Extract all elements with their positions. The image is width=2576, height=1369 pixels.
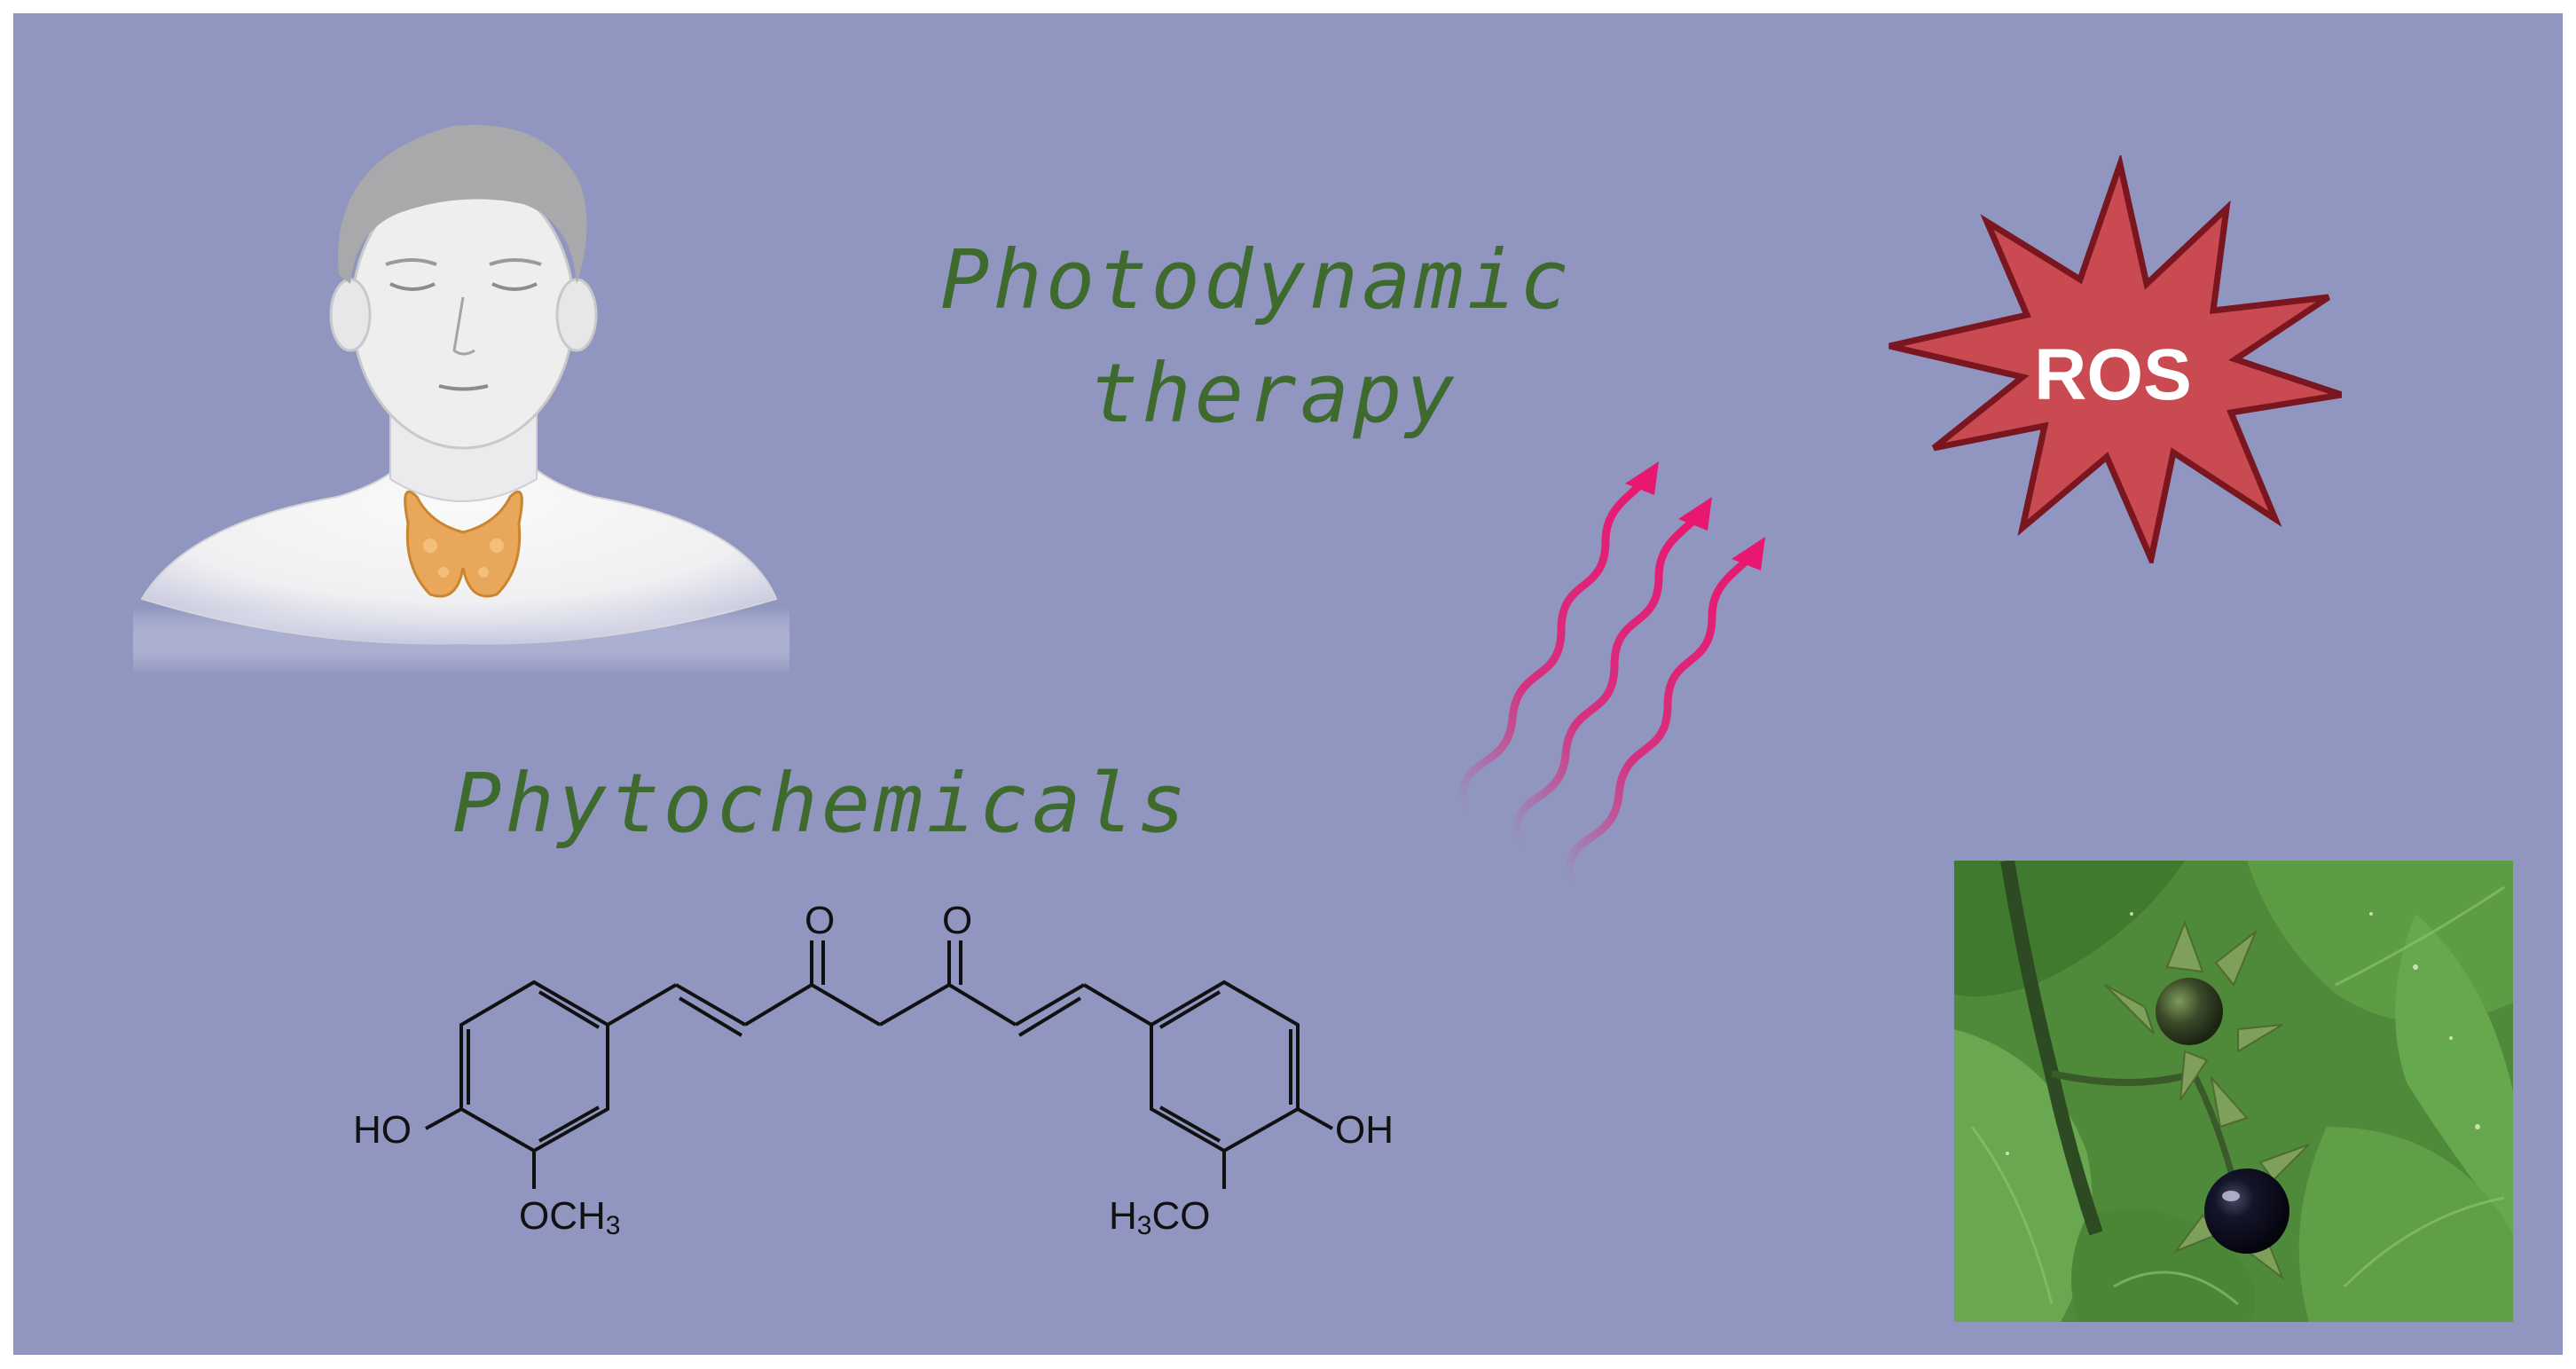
carbonyl-oxygen-right: O — [942, 899, 972, 942]
light-wave-1 — [1458, 470, 1654, 812]
phytochemicals-title: Phytochemicals — [452, 756, 1190, 851]
methoxy-right-label: H3CO — [1109, 1194, 1210, 1240]
light-arrowhead-3 — [1732, 537, 1765, 570]
methoxy-right-subscript: 3 — [1137, 1211, 1152, 1240]
person-with-thyroid-icon — [133, 124, 789, 674]
therapy-title-line2: therapy — [1089, 346, 1458, 441]
light-arrowhead-1 — [1625, 461, 1659, 495]
light-wave-2 — [1512, 506, 1708, 847]
thyroid-icon — [404, 490, 523, 598]
methoxy-left-prefix: OCH — [519, 1194, 606, 1238]
ripe-berry — [2204, 1168, 2289, 1254]
belladonna-plant-photo — [1954, 861, 2513, 1322]
methoxy-right-prefix: H — [1109, 1194, 1137, 1238]
ros-label: ROS — [2034, 334, 2192, 415]
hydroxyl-left-label: HO — [353, 1108, 412, 1152]
methoxy-right-suffix: CO — [1151, 1194, 1210, 1238]
methoxy-left-subscript: 3 — [606, 1211, 621, 1240]
ros-burst-icon: ROS — [1889, 155, 2342, 563]
light-wave-arrows-icon — [1458, 461, 1765, 887]
carbonyl-oxygen-left: O — [805, 899, 835, 942]
light-wave-3 — [1565, 546, 1761, 887]
curcumin-structure: O O HO OH OCH3 H3CO — [353, 899, 1394, 1240]
hydroxyl-right-label: OH — [1335, 1108, 1394, 1152]
light-arrowhead-2 — [1678, 497, 1712, 531]
unripe-berry — [2156, 978, 2223, 1045]
methoxy-left-label: OCH3 — [519, 1194, 620, 1240]
therapy-title-line1: Photodynamic — [940, 232, 1573, 327]
